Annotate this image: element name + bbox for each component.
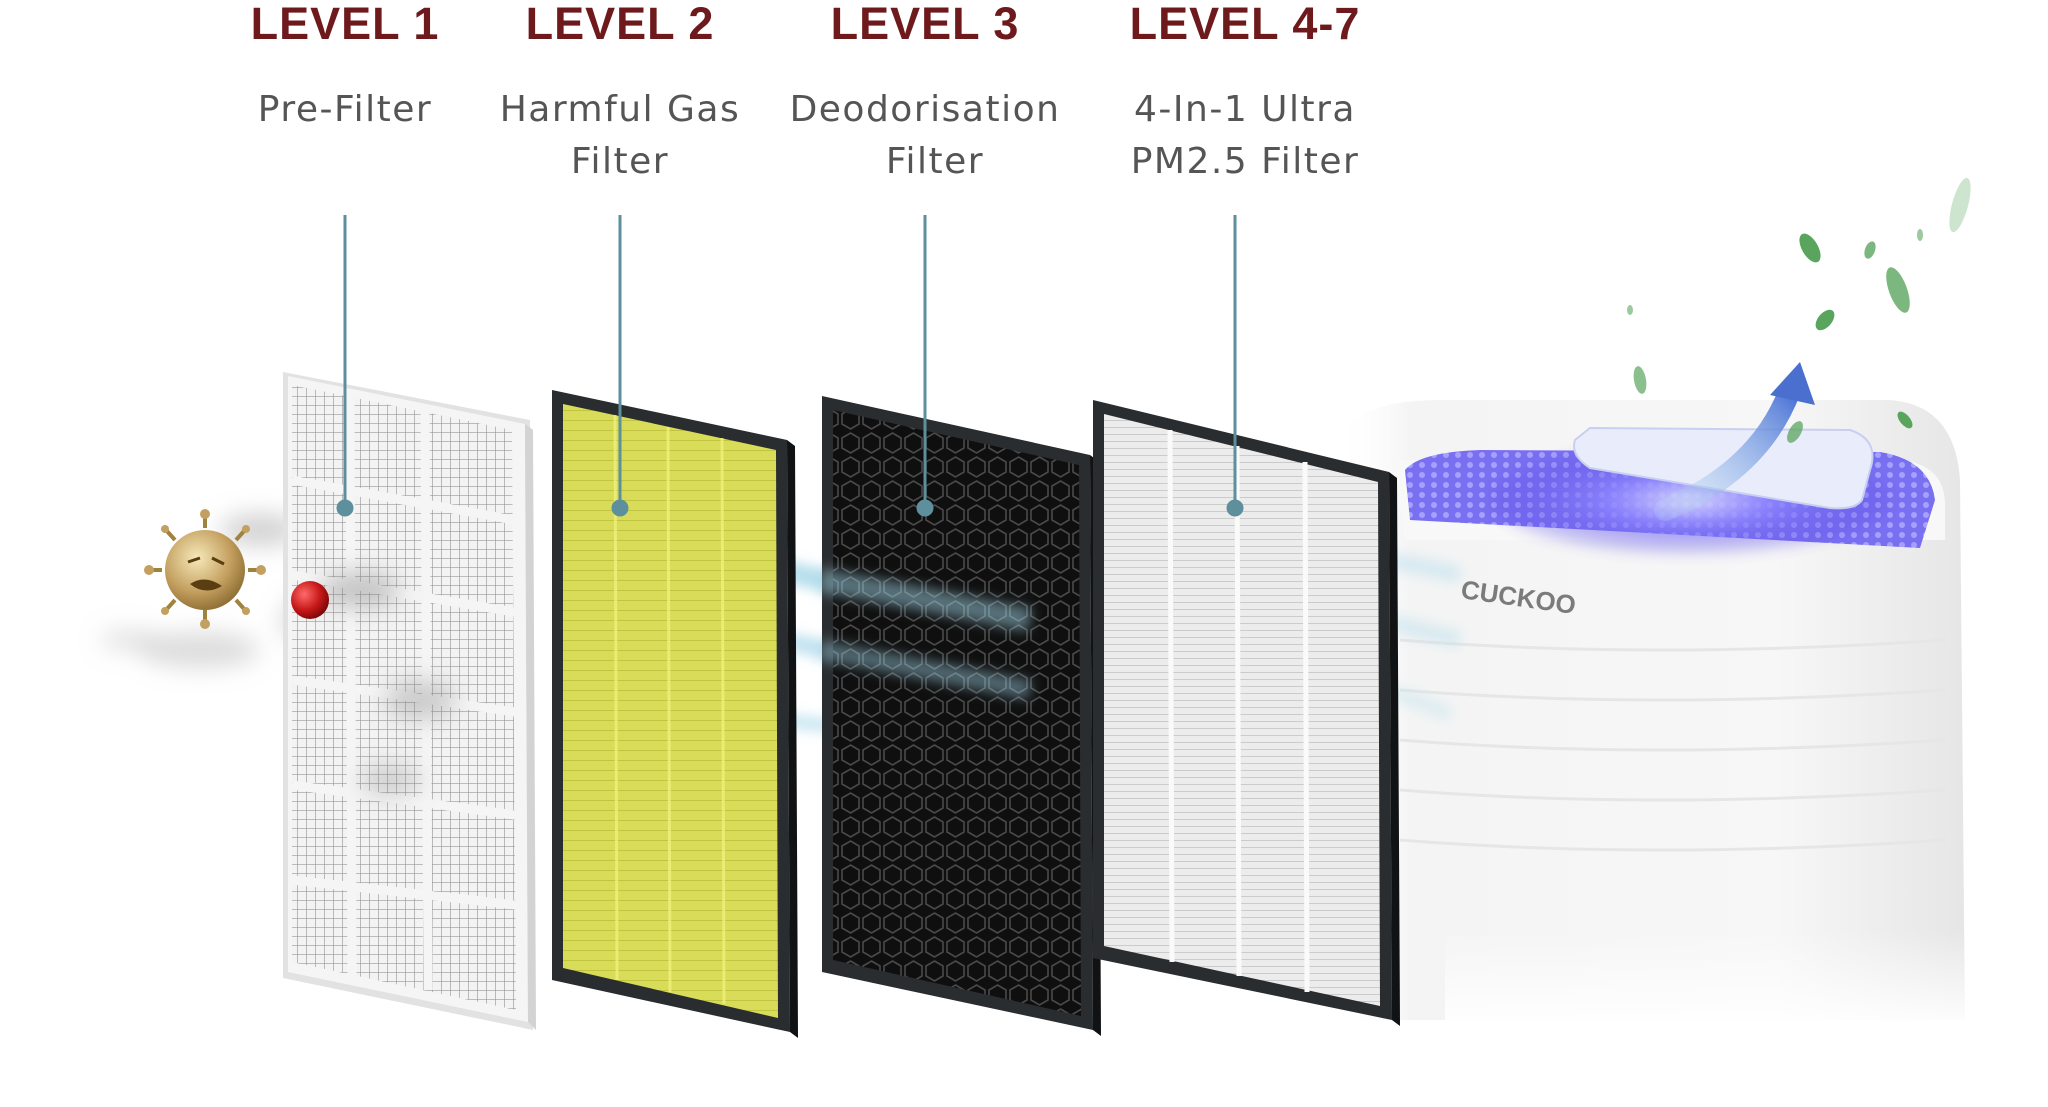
level-4-7-desc-line2: PM2.5 Filter [1130, 141, 1360, 182]
leaf-icon [1627, 177, 1971, 443]
level-4-7-label: LEVEL 4-7 4-In-1 Ultra PM2.5 Filter [1090, 0, 1400, 188]
airflow-over-carbon [817, 568, 1033, 700]
level-2-description: Harmful Gas Filter [480, 84, 760, 188]
particle-icon [291, 581, 329, 619]
level-1-label: LEVEL 1 Pre-Filter [225, 0, 465, 136]
pointer-dot-3 [916, 499, 934, 517]
level-2-label: LEVEL 2 Harmful Gas Filter [480, 0, 760, 188]
level-1-description: Pre-Filter [225, 84, 465, 136]
level-2-title: LEVEL 2 [525, 0, 715, 49]
pointer-dot-2 [611, 499, 629, 517]
level-4-7-desc-line1: 4-In-1 Ultra [1134, 89, 1356, 130]
gas-filter-panel [552, 390, 798, 1038]
level-2-desc-line1: Harmful Gas [499, 89, 741, 130]
level-3-desc-line2: Filter [885, 141, 985, 182]
virus-icon [144, 509, 266, 629]
pointer-dot-4 [1226, 499, 1244, 517]
level-3-desc-line1: Deodorisation [789, 89, 1061, 130]
level-4-7-title: LEVEL 4-7 [1129, 0, 1361, 49]
pointer-dot-1 [336, 499, 354, 517]
carbon-filter-panel [822, 396, 1101, 1036]
level-1-desc-line1: Pre-Filter [257, 89, 433, 130]
level-3-description: Deodorisation Filter [770, 84, 1080, 188]
air-purifier: CUCKOO [1335, 400, 1965, 1030]
level-3-label: LEVEL 3 Deodorisation Filter [770, 0, 1080, 188]
level-4-7-description: 4-In-1 Ultra PM2.5 Filter [1090, 84, 1400, 188]
dust-smoke-over [320, 572, 456, 796]
hepa-filter-panel [1093, 400, 1400, 1026]
level-1-title: LEVEL 1 [250, 0, 440, 49]
level-3-title: LEVEL 3 [830, 0, 1020, 49]
airflow-arrow-icon [1654, 362, 1815, 521]
pointer-lines [336, 215, 1244, 517]
level-2-desc-line2: Filter [570, 141, 670, 182]
